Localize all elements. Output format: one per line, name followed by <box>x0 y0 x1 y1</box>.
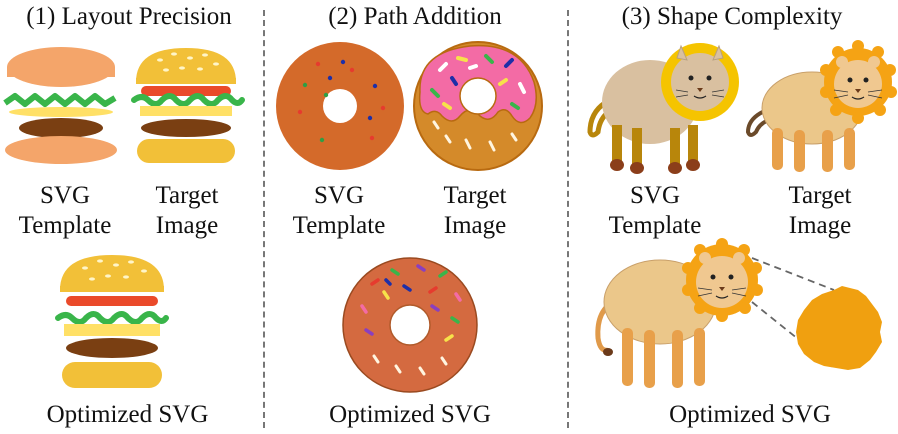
panel-3-template-label-line2: Template <box>608 212 702 239</box>
panel-1-template-label-line1: SVG <box>39 182 90 209</box>
lion-target-icon <box>745 40 897 172</box>
panel-2-target-label-line2: Image <box>443 212 507 239</box>
panel-1-target-label-line1: Target <box>155 182 219 209</box>
panel-2-optimized-label: Optimized SVG <box>329 401 491 428</box>
panel-1-target-label-line2: Image <box>155 212 219 239</box>
panel-1-optimized-label: Optimized SVG <box>46 401 209 428</box>
zoomed-mane-shape-icon <box>796 286 882 370</box>
panel-2-target-label-line1: Target <box>443 182 507 209</box>
divider-right <box>567 10 569 428</box>
zoom-line-top <box>751 257 835 291</box>
panel-1-template-label-line2: Template <box>18 212 112 239</box>
donut-optimized-icon <box>342 257 478 393</box>
burger-template-icon <box>3 47 117 164</box>
lion-optimized-icon <box>595 238 763 388</box>
panel-3-title: (3) Shape Complexity <box>621 3 843 30</box>
panel-3-optimized-label: Optimized SVG <box>669 401 831 428</box>
donut-template-icon <box>276 42 404 170</box>
panel-3-target-label-line2: Image <box>788 212 852 239</box>
panel-1-title: (1) Layout Precision <box>26 3 232 30</box>
panel-2-title: (2) Path Addition <box>328 3 502 30</box>
panel-3-template-label-line1: SVG <box>629 182 680 209</box>
burger-target-icon <box>131 48 245 163</box>
divider-left <box>263 10 265 428</box>
burger-optimized-icon <box>55 255 169 388</box>
panel-3-target-label-line1: Target <box>788 182 852 209</box>
panel-2-template-label-line1: SVG <box>313 182 364 209</box>
donut-target-icon <box>413 41 543 171</box>
panel-2-template-label-line2: Template <box>292 212 386 239</box>
lion-template-icon <box>587 43 739 174</box>
